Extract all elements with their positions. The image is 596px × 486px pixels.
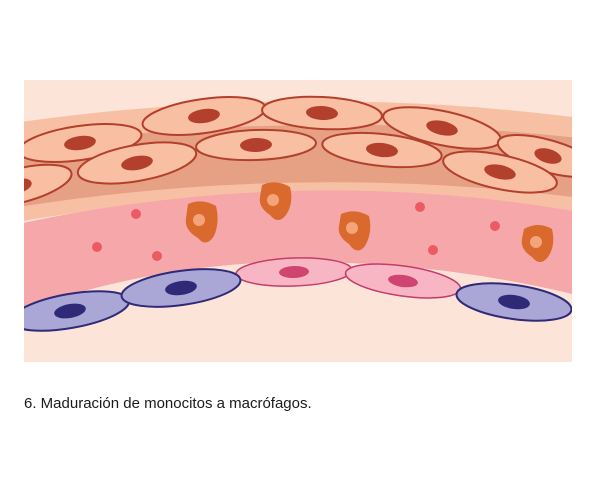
muscle-cell <box>141 96 267 136</box>
muscle-nucleus <box>24 178 32 194</box>
macrophage-nucleus <box>193 214 205 226</box>
artery-wall-illustration <box>24 80 572 362</box>
figure-caption: 6. Maduración de monocitos a macrófagos. <box>24 395 312 412</box>
lipid-dot <box>131 209 141 219</box>
monocyte-nucleus <box>54 303 86 319</box>
muscle-nucleus <box>240 137 272 153</box>
muscle-cell <box>195 128 317 162</box>
muscle-nucleus <box>366 142 398 158</box>
muscle-nucleus <box>64 135 96 151</box>
lipid-dot <box>490 221 500 231</box>
lipid-dot <box>428 245 438 255</box>
muscle-cell <box>76 141 198 185</box>
muscle-nucleus <box>426 120 458 136</box>
intima-layer <box>24 190 572 310</box>
muscle-cell <box>261 95 383 131</box>
endothelial-cells <box>235 257 462 299</box>
muscle-cell <box>24 163 73 209</box>
lipid-dots <box>92 202 500 261</box>
monocyte-cell <box>120 268 242 308</box>
lipid-dot <box>92 242 102 252</box>
lipid-dot <box>152 251 162 261</box>
endothelial-nucleus <box>279 265 309 279</box>
monocyte-nucleus <box>498 294 530 310</box>
macrophage <box>338 211 371 251</box>
macrophage <box>185 201 218 243</box>
monocyte-cells <box>24 268 572 332</box>
lipid-dot <box>415 202 425 212</box>
muscle-nucleus <box>306 105 338 121</box>
macrophage-nucleus <box>267 194 279 206</box>
muscle-nucleus <box>121 155 153 171</box>
muscle-cell <box>496 133 572 179</box>
muscle-nucleus <box>484 164 516 180</box>
macrophage <box>259 182 292 220</box>
muscle-cell <box>442 150 558 194</box>
macrophage <box>521 225 554 262</box>
muscle-nucleus <box>188 108 220 124</box>
muscle-nucleus <box>534 148 562 164</box>
monocyte-nucleus <box>165 280 197 296</box>
muscle-cell <box>321 131 443 169</box>
smooth-muscle-cells <box>24 95 572 209</box>
monocyte-cell <box>455 282 572 322</box>
endothelial-nucleus <box>388 274 418 288</box>
macrophages <box>185 182 554 262</box>
muscle-cell <box>382 106 502 150</box>
macrophage-nucleus <box>346 222 358 234</box>
macrophage-nucleus <box>530 236 542 248</box>
